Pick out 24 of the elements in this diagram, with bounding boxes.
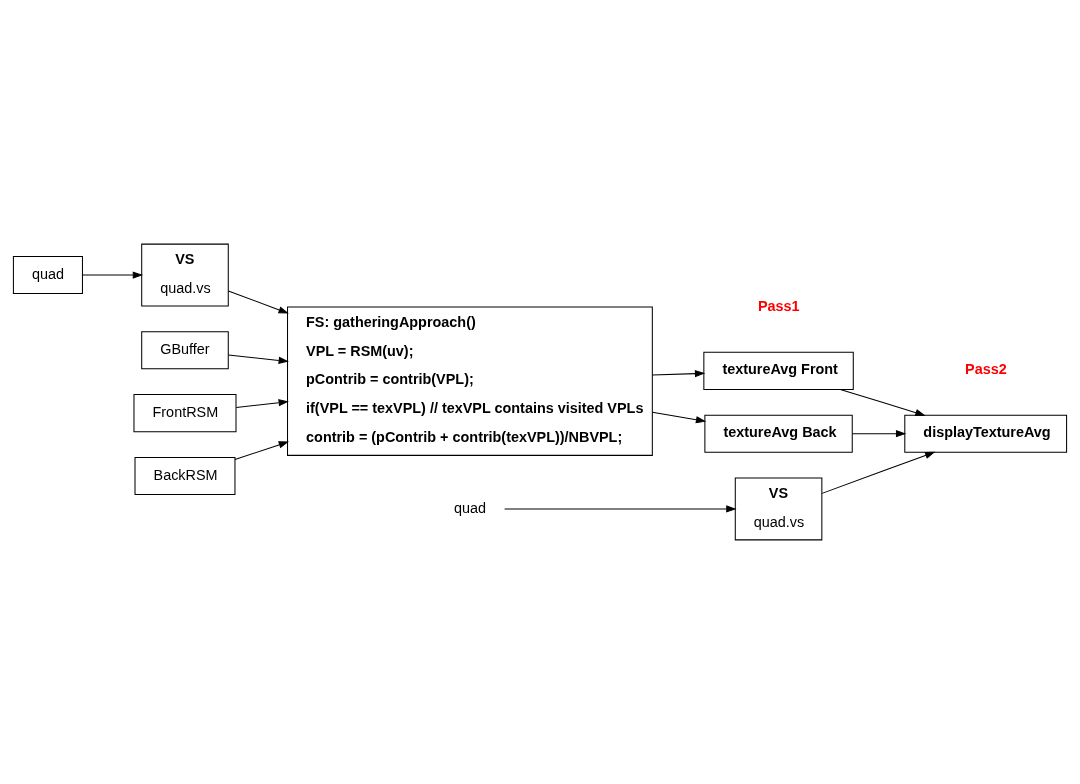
arrow: [504, 505, 737, 513]
node-box: textureAvg Back: [704, 414, 853, 453]
arrow: [227, 354, 289, 364]
node-text: quad: [453, 499, 487, 516]
node-box: quad: [12, 255, 83, 295]
node-box: FrontRSM: [133, 394, 237, 433]
label: Pass2: [965, 360, 1007, 377]
arrow: [821, 451, 936, 494]
node-box: FS: gatheringApproach() VPL = RSM(uv); pContrib = contrib(VPL); if(VPL == texVPL) // texVPL contains visited VPLs contrib = (pContrib + contrib(texVPL))/NBVPL;: [287, 306, 653, 456]
node-box: BackRSM: [134, 456, 236, 496]
arrow: [851, 430, 907, 438]
node-box: VS quad.vs: [734, 477, 823, 541]
node-box: VS quad.vs: [141, 243, 229, 307]
arrow: [227, 290, 289, 314]
arrow: [839, 388, 926, 417]
arrow: [651, 411, 707, 424]
node-box: displayTextureAvg: [904, 414, 1068, 453]
arrow: [235, 399, 289, 408]
arrow: [234, 441, 289, 461]
node-box: GBuffer: [141, 331, 229, 370]
arrow: [651, 370, 706, 378]
node-box: textureAvg Front: [703, 351, 854, 390]
arrow: [82, 271, 144, 279]
label: Pass1: [757, 297, 800, 314]
